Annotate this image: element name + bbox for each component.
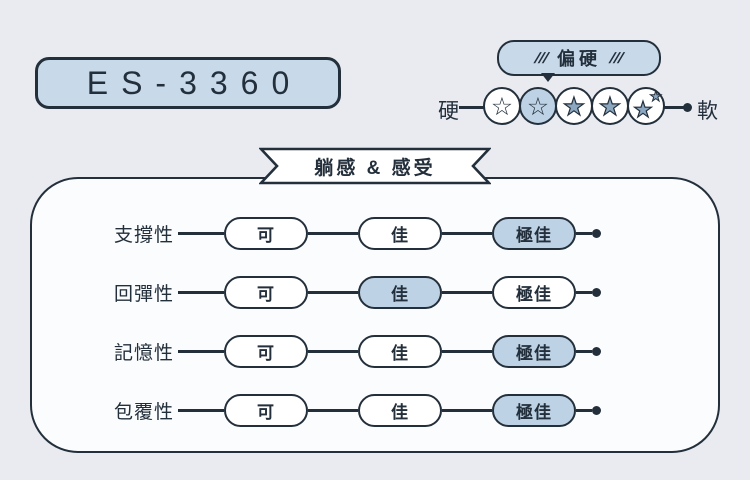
rating-row: 記憶性 可 佳 極佳: [114, 322, 718, 381]
connector-line: [442, 409, 492, 412]
rating-row-label: 包覆性: [114, 402, 175, 423]
rating-pill: 極佳: [492, 335, 576, 368]
hardness-left-label: 硬: [438, 100, 459, 123]
rating-row: 支撐性 可 佳 極佳: [114, 204, 718, 263]
row-end-dot: [592, 347, 601, 356]
hardness-scale-end-dot: [683, 103, 692, 112]
row-end-dot: [592, 406, 601, 415]
rating-row: 回彈性 可 佳 極佳: [114, 263, 718, 322]
section-title: 躺感 & 感受: [314, 157, 436, 179]
model-badge-label: ES-3360: [86, 64, 303, 101]
rating-pill: 可: [224, 276, 308, 309]
hatch-left-icon: ///: [533, 49, 550, 67]
rating-row-label: 記憶性: [114, 343, 175, 364]
hardness-tag-label: 偏硬: [557, 49, 601, 69]
rating-pill: 可: [224, 335, 308, 368]
rating-pill: 可: [224, 217, 308, 250]
connector-line: [178, 350, 224, 353]
rating-row-label: 回彈性: [114, 284, 175, 305]
hatch-right-icon: ///: [608, 49, 625, 67]
connector-line: [178, 232, 224, 235]
row-end-dot: [592, 229, 601, 238]
section-ribbon: 躺感 & 感受: [259, 147, 491, 185]
connector-line: [442, 350, 492, 353]
connector-line: [308, 409, 358, 412]
rating-pill: 極佳: [492, 394, 576, 427]
rating-pill: 極佳: [492, 276, 576, 309]
rating-row: 包覆性 可 佳 極佳: [114, 381, 718, 440]
rating-pill: 佳: [358, 276, 442, 309]
connector-line: [442, 232, 492, 235]
rating-pill: 可: [224, 394, 308, 427]
rating-pill: 極佳: [492, 217, 576, 250]
ratings-panel: 支撐性 可 佳 極佳 回彈性 可 佳 極佳 記憶性 可 佳: [30, 177, 720, 453]
ribbon-shape: [259, 147, 491, 185]
connector-line: [576, 350, 592, 353]
connector-line: [178, 409, 224, 412]
star-icon: ☆★: [519, 87, 557, 125]
connector-line: [308, 291, 358, 294]
connector-line: [308, 350, 358, 353]
connector-line: [442, 291, 492, 294]
connector-line: [576, 291, 592, 294]
connector-line: [178, 291, 224, 294]
rating-pill: 佳: [358, 335, 442, 368]
star-icon: ★★: [555, 87, 593, 125]
rating-pill: 佳: [358, 217, 442, 250]
model-badge: ES-3360: [35, 57, 341, 109]
connector-line: [576, 409, 592, 412]
hardness-star-scale: ☆★ ☆★ ★★ ★★ ★★: [483, 87, 665, 125]
connector-line: [308, 232, 358, 235]
star-icon: ★★: [627, 87, 665, 125]
rating-pill: 佳: [358, 394, 442, 427]
connector-line: [576, 232, 592, 235]
hardness-tag: /// 偏硬 ///: [497, 40, 661, 76]
hardness-right-label: 軟: [697, 100, 718, 123]
star-icon: ★★: [591, 87, 629, 125]
row-end-dot: [592, 288, 601, 297]
pointer-down-icon: [541, 73, 555, 82]
star-icon: ☆★: [483, 87, 521, 125]
rating-row-label: 支撐性: [114, 225, 175, 246]
